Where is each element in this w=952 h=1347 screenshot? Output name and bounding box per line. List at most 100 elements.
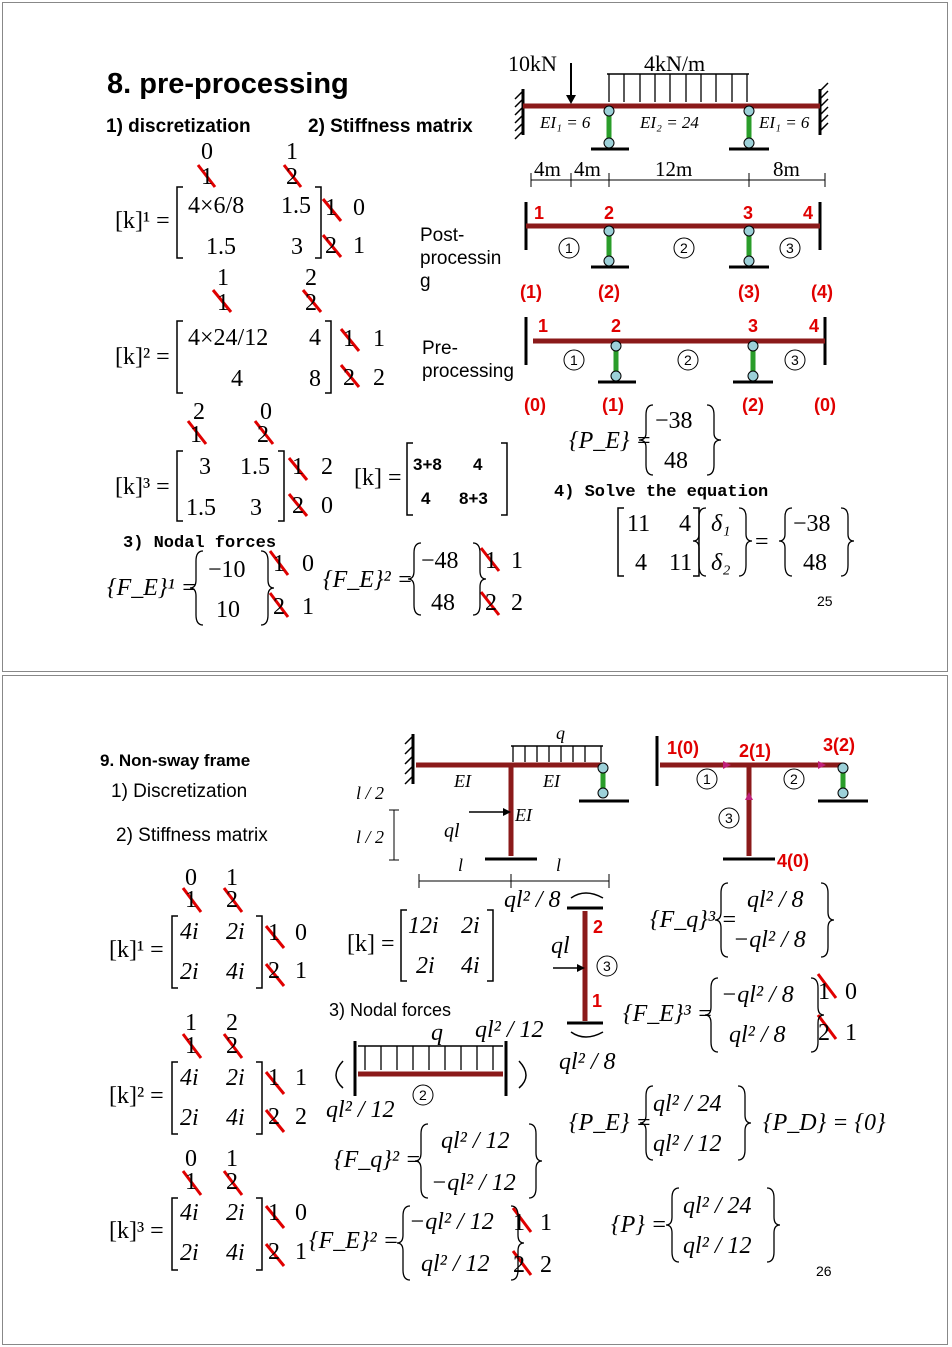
model-elem-3: 3 [725, 810, 733, 826]
section-stiffness: 2) Stiffness matrix [308, 116, 473, 137]
fe2-lhs: {F_E}² = [323, 567, 413, 593]
fe3-v1: ql² / 8 [729, 1022, 786, 1048]
fe2-v1: 48 [431, 590, 455, 616]
fe3-side-1: 0 [845, 979, 857, 1005]
section-solve: 4) Solve the equation [554, 483, 769, 502]
k2-side-2: 2 [343, 365, 355, 391]
model-elem-2: 2 [790, 771, 798, 787]
kg-r2c2: 8+3 [459, 489, 488, 508]
post-elem-3: 3 [786, 240, 794, 256]
s2-k3-lhs: [k]³ = [109, 1218, 164, 1244]
slide-25: 8. pre-processing 1) discretization 2) S… [2, 2, 948, 672]
s2-k3-side-3: 1 [295, 1239, 307, 1265]
fe1-v0: −10 [208, 557, 246, 583]
s2-k2-top-2: 2 [226, 1010, 238, 1036]
s2-k1-side-3: 1 [295, 958, 307, 984]
s2-k3-top-3: 2 [226, 1169, 238, 1195]
s2-k1-lhs: [k]¹ = [109, 937, 164, 963]
elem3-node-2: 2 [593, 917, 604, 937]
k3-r1c2: 1.5 [240, 454, 270, 480]
fe2-side-1: 1 [540, 1210, 552, 1236]
k1-top-1: 1 [201, 164, 213, 190]
model-code-4: 4(0) [777, 851, 810, 871]
frame-ei-1: EI [454, 771, 471, 791]
pre-code-3: (2) [742, 395, 764, 415]
continuous-beam-diagram [514, 63, 829, 384]
frame-model [655, 736, 868, 861]
s2-k1-r2c1: 2i [180, 959, 199, 985]
pe-lhs: {P_E} = [569, 428, 652, 454]
fe1-side-0: 1 [273, 551, 285, 577]
pre-code-1: (0) [524, 395, 546, 415]
k1-side-1: 0 [353, 195, 365, 221]
s2-k2-top-1: 1 [185, 1033, 197, 1059]
beam2-left-moment: ql² / 12 [326, 1097, 395, 1123]
s2-k3-r2c2: 4i [226, 1240, 245, 1266]
eq-d1: δ₁ [711, 511, 731, 537]
k2-r2c1: 4 [231, 366, 243, 392]
k3-top-3: 2 [257, 422, 269, 448]
k2-top-3: 2 [305, 290, 317, 316]
k3-top-1: 1 [190, 422, 202, 448]
p-lhs: {P} = [611, 1212, 668, 1238]
fe1-side-3: 1 [302, 594, 314, 620]
frame-ql: ql [444, 820, 460, 842]
s2-kg-lhs: [k] = [347, 931, 395, 957]
pre-processing-label: Pre- processing [422, 338, 514, 382]
pre-node-3: 3 [748, 316, 759, 336]
s2-k1-top-2: 1 [226, 865, 238, 891]
s2-k2-top-0: 1 [185, 1010, 197, 1036]
pre-node-2: 2 [611, 316, 622, 336]
fe2-side-2: 2 [513, 1252, 525, 1278]
k2-top-0: 1 [217, 265, 229, 291]
fq3-v0: ql² / 8 [747, 887, 804, 913]
fe1-v1: 10 [216, 597, 240, 623]
s2-k2-r1c2: 2i [226, 1065, 245, 1091]
model-code-1: 1(0) [667, 738, 700, 758]
k3-side-2: 2 [292, 493, 304, 519]
post-node-3: 3 [743, 203, 754, 223]
post-processing-label: Post- processin g [420, 225, 502, 292]
pre-elem-3: 3 [791, 352, 799, 368]
pre-code-2: (1) [602, 395, 624, 415]
k3-lhs: [k]³ = [115, 474, 170, 500]
s2-k2-r2c1: 2i [180, 1105, 199, 1131]
s2-k1-r1c2: 2i [226, 919, 245, 945]
s2-k3-side-2: 2 [268, 1239, 280, 1265]
fe3-v0: −ql² / 8 [721, 982, 794, 1008]
frame-l2-top: l / 2 [356, 783, 385, 803]
model-elem-1: 1 [703, 771, 711, 787]
fq3-v1: −ql² / 8 [733, 927, 806, 953]
k2-top-1: 1 [217, 290, 229, 316]
kg-r1c1: 3+8 [413, 455, 442, 474]
fq2-v1: −ql² / 12 [431, 1170, 516, 1196]
ei1-label: EI₁ = 6 [540, 113, 591, 132]
k3-top-2: 0 [260, 399, 272, 425]
s2-k2-side-1: 1 [295, 1065, 307, 1091]
eq-equals: = [755, 529, 769, 555]
fe3-lhs: {F_E}³ = [623, 1001, 713, 1027]
k2-side-1: 1 [373, 326, 385, 352]
post-code-1: (1) [520, 282, 542, 302]
s2-k3-side-0: 1 [268, 1200, 280, 1226]
pe-lhs: {P_E} = [569, 1110, 652, 1136]
dist-load-label: 4kN/m [644, 51, 706, 76]
dim-4: 8m [773, 157, 800, 181]
fe2-side-3: 2 [540, 1252, 552, 1278]
elem3-node-1: 1 [592, 991, 603, 1011]
frame-l-left: l [458, 855, 464, 875]
fe3-side-0: 1 [818, 979, 830, 1005]
fe1-side-1: 0 [302, 551, 314, 577]
element-3-diagram [553, 892, 618, 1038]
s2-kg-r1c1: 12i [408, 913, 439, 939]
eq-rhs0: −38 [793, 511, 831, 537]
slide-title: 8. pre-processing [107, 68, 349, 100]
eq-m21: 4 [635, 550, 647, 576]
s2-k3-r2c1: 2i [180, 1240, 199, 1266]
fe2-lhs: {F_E}² = [309, 1228, 399, 1254]
s2-kg-r1c2: 2i [461, 913, 480, 939]
dim-1: 4m [534, 157, 561, 181]
s2-k2-r2c2: 4i [226, 1105, 245, 1131]
slide-26: 9. Non-sway frame 1) Discretization 2) S… [2, 675, 948, 1345]
k2-r1c2: 4 [309, 325, 321, 351]
